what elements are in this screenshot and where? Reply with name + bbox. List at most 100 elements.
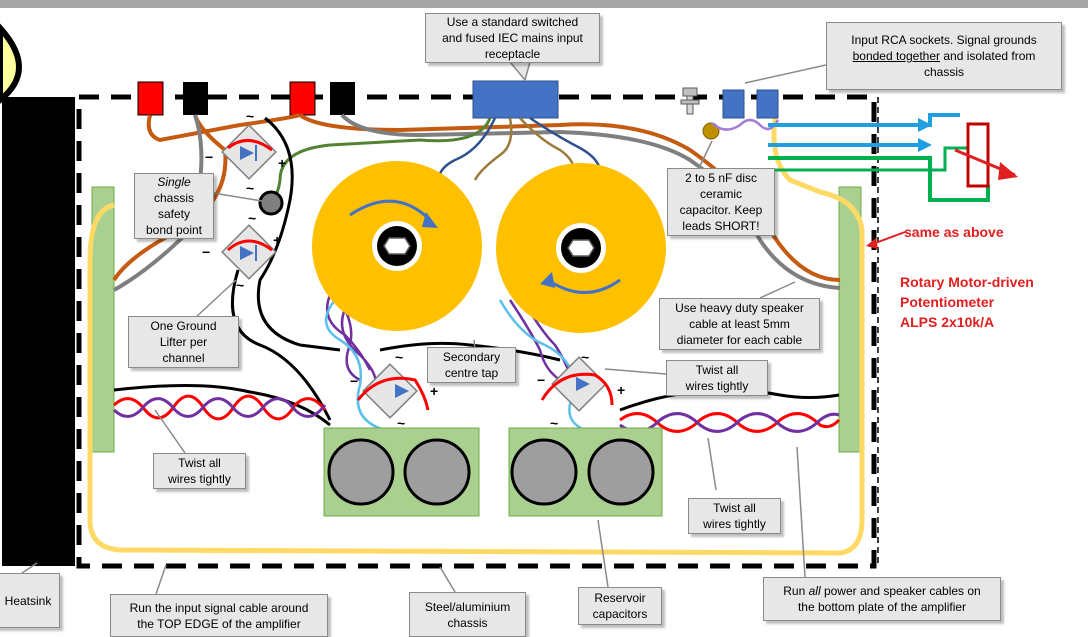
callout-line: Run the input signal cable around: [129, 600, 309, 615]
callout-line: channel: [162, 351, 205, 365]
speaker-wire-grey-2: [340, 113, 841, 290]
callout-line: Input RCA sockets. Signal grounds: [851, 33, 1037, 47]
callout-line: bond point: [145, 223, 203, 237]
pointer: [759, 281, 796, 299]
pot-label-line: Potentiometer: [900, 294, 995, 310]
input-signal-cable: [87, 100, 865, 556]
italic-text: Single: [157, 175, 191, 189]
callout-line: 2 to 5 nF disc: [684, 171, 758, 185]
callout-ground-lifter: One Ground Lifter per channel: [128, 316, 239, 368]
callout-line: Reservoir: [594, 591, 646, 605]
callout-centre-tap: Secondary centre tap: [427, 347, 516, 383]
potentiometer-icon: [966, 122, 990, 188]
callout-line: chassis: [447, 615, 488, 630]
label-plus: +: [273, 232, 281, 248]
callout-line: Use heavy duty speaker: [675, 301, 804, 315]
binding-post-red-2: [289, 81, 316, 116]
callout-twist-bottom: Twist all wires tightly: [688, 498, 781, 534]
callout-line: Run all power and speaker cables on: [783, 583, 980, 599]
ground-terminal-icon: [680, 87, 700, 115]
callout-line: wires tightly: [168, 472, 231, 486]
callout-iec-receptacle: Use a standard switched and fused IEC ma…: [425, 13, 600, 63]
callout-twist-left: Twist all wires tightly: [153, 453, 246, 489]
rca-socket-icon: [756, 89, 779, 119]
rectifier-wire-red: [227, 139, 273, 152]
pointer: [21, 562, 38, 574]
callout-text: and isolated from: [940, 49, 1036, 63]
black-wire-2: [230, 269, 332, 421]
callout-input-cable: Run the input signal cable around the TO…: [110, 594, 328, 637]
label-minus: −: [202, 244, 210, 260]
amplifier-board-right: [838, 186, 862, 453]
pointer: [796, 446, 806, 578]
pointer: [597, 519, 609, 588]
pot-arrow-head: [998, 162, 1018, 180]
callout-line: and fused IEC mains input: [442, 31, 583, 45]
callout-line: Twist all: [695, 363, 739, 377]
diode-icon: [240, 246, 254, 260]
arrow-head-2: [918, 138, 932, 152]
pointer: [697, 140, 713, 171]
pointer: [744, 64, 827, 84]
callout-line: diameter for each cable: [676, 333, 803, 347]
rectifier-wire-red: [226, 239, 273, 252]
pointer: [707, 437, 717, 491]
diode-icon: [240, 146, 254, 160]
callout-reservoir: Reservoir capacitors: [578, 587, 662, 625]
callout-line: centre tap: [444, 366, 499, 380]
label-minus: −: [350, 373, 358, 389]
binding-post-red-1: [137, 81, 164, 116]
rectifier-wire-red: [540, 372, 614, 406]
binding-post-black-1: [183, 82, 208, 115]
pointer: [154, 409, 186, 454]
callout-line: Heatsink: [4, 593, 52, 608]
mains-lead-2: [473, 117, 513, 181]
pot-label-line: Rotary Motor-driven: [900, 274, 1034, 290]
reservoir-capacitor-board-right: [508, 427, 663, 517]
italic-text: all: [808, 584, 821, 598]
callout-line: cable at least 5mm: [689, 317, 790, 331]
signal-wire-blue-1: [768, 113, 960, 127]
callout-bottom-plate: Run all power and speaker cables on the …: [763, 577, 1001, 621]
transformer-lead-right-blue: [498, 299, 586, 432]
label-minus: −: [537, 372, 545, 388]
callout-line: the bottom plate of the amplifier: [797, 600, 967, 614]
callout-line: ceramic: [699, 187, 742, 201]
callout-heatsink: Heatsink: [0, 573, 60, 628]
callout-line: Secondary: [442, 350, 501, 364]
callout-line: capacitor. Keep: [679, 203, 763, 217]
callout-bond-point: Single chassis safety bond point: [134, 173, 214, 239]
twisted-pair-purple-right: [619, 412, 840, 433]
signal-wire-green-1: [768, 156, 990, 202]
iec-receptacle: [472, 80, 559, 119]
callout-line: chassis: [153, 191, 194, 205]
callout-line: Twist all: [713, 501, 756, 515]
callout-line: the TOP EDGE of the amplifier: [137, 616, 301, 631]
signal-wire-green-2: [768, 146, 968, 172]
toroidal-transformer-icon: [312, 161, 482, 331]
pointer: [155, 564, 167, 595]
partial-circle-icon: [0, 23, 22, 104]
callout-line: Lifter per: [159, 335, 208, 349]
pointer: [439, 566, 456, 593]
label-plus: +: [617, 382, 625, 398]
potentiometer-label: Rotary Motor-driven Potentiometer ALPS 2…: [900, 272, 1034, 332]
callout-twist-right: Twist all wires tightly: [666, 360, 768, 396]
mains-lead-4: [529, 116, 602, 171]
callout-line: Steel/aluminium: [424, 599, 511, 614]
arrow-head-1: [918, 118, 932, 132]
heatsink: [2, 97, 75, 566]
callout-line: receptacle: [484, 47, 541, 61]
earth-wire-green: [270, 117, 492, 202]
callout-line: leads SHORT!: [682, 219, 760, 233]
black-wire-4: [113, 383, 331, 427]
callout-line: capacitors: [592, 607, 648, 621]
label-ac: ~: [246, 108, 254, 124]
label-minus: −: [205, 149, 213, 165]
bond-point-icon: [258, 190, 284, 216]
label-ac: ~: [550, 415, 558, 431]
label-ac: ~: [236, 277, 244, 293]
callout-line: One Ground: [150, 319, 217, 333]
callout-line: wires tightly: [703, 517, 766, 531]
